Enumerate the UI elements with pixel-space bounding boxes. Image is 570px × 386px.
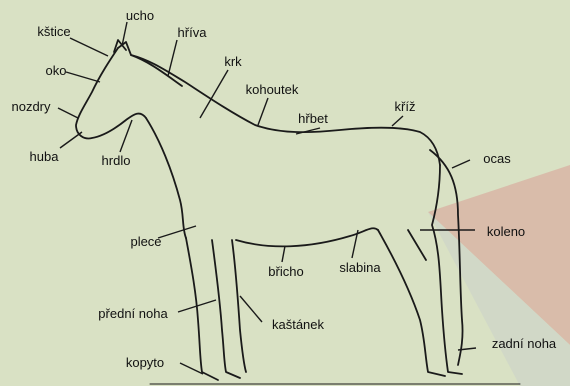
label-huba: huba <box>30 150 59 164</box>
label-krk: krk <box>224 55 241 69</box>
label-predni-noha: přední noha <box>98 307 167 321</box>
label-kopyto: kopyto <box>126 356 164 370</box>
label-ocas: ocas <box>483 152 510 166</box>
label-kohoutek: kohoutek <box>246 83 299 97</box>
label-hriva: hříva <box>178 26 207 40</box>
label-hrbet: hřbet <box>298 112 328 126</box>
label-koleno: koleno <box>487 225 525 239</box>
label-zadni-noha: zadní noha <box>492 337 556 351</box>
label-kriz: kříž <box>395 100 416 114</box>
label-hrdlo: hrdlo <box>102 154 131 168</box>
label-slabina: slabina <box>339 261 380 275</box>
label-ucho: ucho <box>126 9 154 23</box>
leader-lines <box>58 22 476 374</box>
label-oko: oko <box>46 64 67 78</box>
label-nozdry: nozdry <box>11 100 50 114</box>
label-bricho: břicho <box>268 265 303 279</box>
label-plece: plece <box>130 235 161 249</box>
label-kastanek: kaštánek <box>272 318 324 332</box>
label-kstice: kštice <box>37 25 70 39</box>
